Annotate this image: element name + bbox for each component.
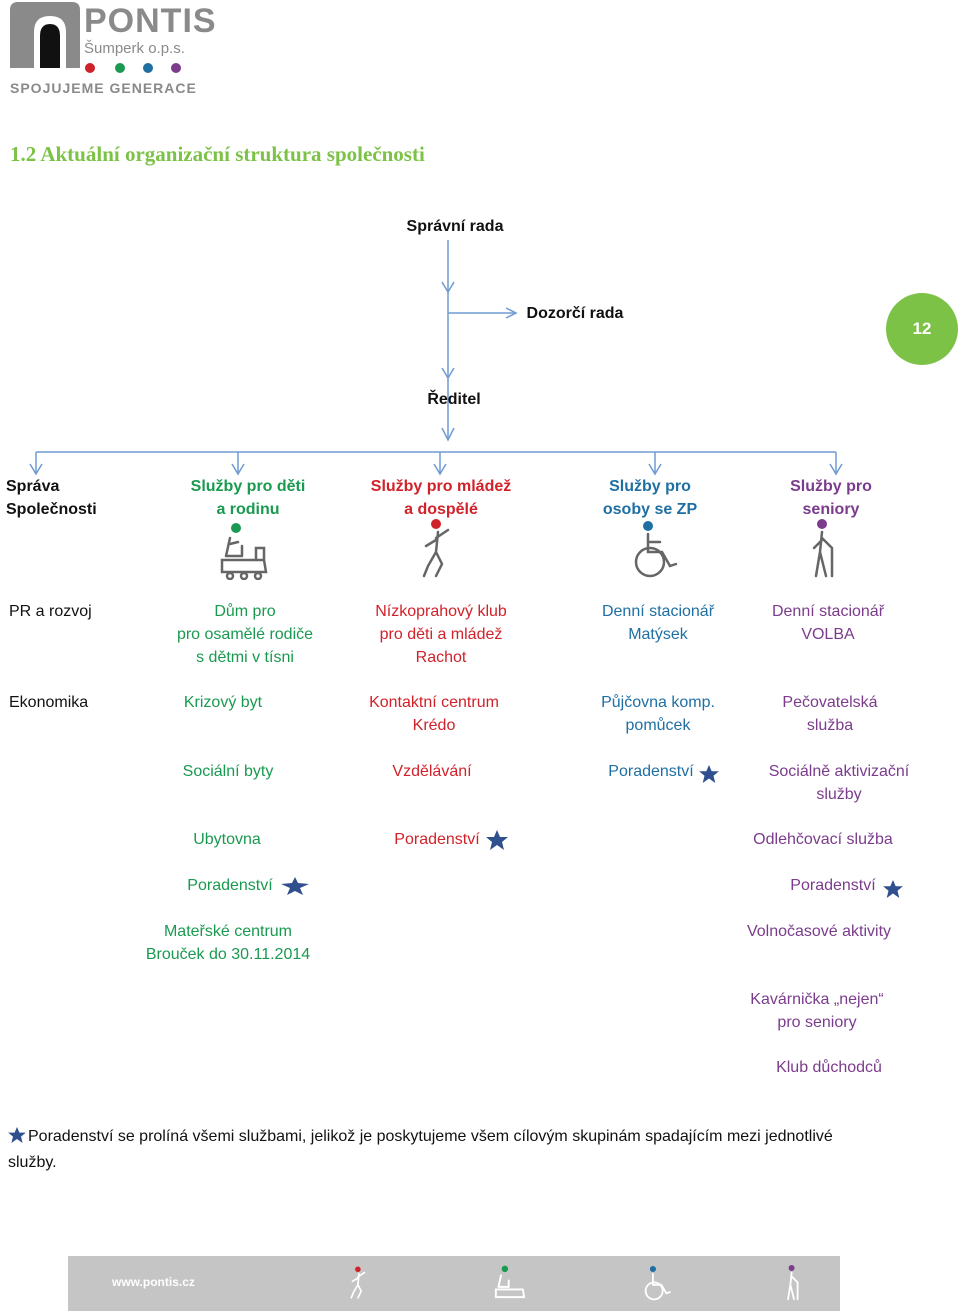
footnote-line2: služby.	[8, 1154, 57, 1171]
footnote: Poradenství se prolíná všemi službami, j…	[8, 1124, 908, 1176]
logo-dot-blue	[143, 63, 153, 73]
logo-subtitle: Šumperk o.p.s.	[84, 40, 185, 57]
senior-with-cane-icon	[787, 1265, 799, 1301]
page-number-badge: 12	[886, 293, 958, 365]
unit-volnocasove-aktivity: Volnočasové aktivity	[746, 923, 892, 940]
arrow-head-1	[441, 281, 455, 294]
star-icon	[883, 880, 903, 898]
unit-poradenstvi-children: Poradenství	[187, 877, 273, 894]
youth-icon	[422, 519, 450, 578]
unit-vzdelavani: Vzdělávání	[392, 763, 472, 780]
logo-name: PONTIS	[84, 2, 217, 40]
unit-socialni-byty: Sociální byty	[182, 763, 274, 780]
footer-url: www.pontis.cz	[112, 1275, 195, 1289]
logo-tagline: SPOJUJEME GENERACE	[10, 80, 197, 96]
logo-arch-icon	[10, 2, 80, 68]
child-on-train-icon	[220, 523, 268, 580]
arrow-head-supervisory	[505, 307, 518, 319]
star-icon	[281, 877, 309, 895]
senior-with-cane-icon	[812, 519, 834, 578]
footnote-line1: Poradenství se prolíná všemi službami, j…	[28, 1128, 833, 1145]
logo-color-dots	[85, 63, 181, 73]
star-icon	[699, 765, 719, 783]
unit-odlehcovaci-sluzba: Odlehčovací služba	[753, 831, 893, 848]
child-on-train-icon	[494, 1265, 526, 1299]
star-icon	[8, 1127, 26, 1143]
director-node: Ředitel	[427, 391, 481, 408]
logo-dot-purple	[171, 63, 181, 73]
unit-krizovy-byt: Krizový byt	[183, 694, 263, 711]
wheelchair-user-icon	[644, 1266, 671, 1301]
unit-poradenstvi-seniors: Poradenství	[790, 877, 876, 894]
unit-economics: Ekonomika	[9, 694, 89, 711]
board-node: Správní rada	[406, 218, 504, 235]
unit-ubytovna: Ubytovna	[193, 831, 261, 848]
star-icon	[486, 830, 508, 850]
logo-dot-green	[115, 63, 125, 73]
unit-pujcovna-pomucek: Půjčovna komp.pomůcek	[601, 694, 715, 734]
supervisory-node: Dozorčí rada	[526, 305, 624, 322]
unit-poradenstvi-disabled: Poradenství	[608, 763, 694, 780]
youth-icon	[350, 1266, 366, 1299]
unit-kavarnicka: Kavárnička „nejen“pro seniory	[750, 991, 884, 1031]
footer-bar: www.pontis.cz	[68, 1256, 840, 1311]
section-heading: 1.2 Aktuální organizační struktura spole…	[10, 142, 425, 166]
unit-klub-duchodcu: Klub důchodců	[776, 1059, 882, 1076]
unit-poradenstvi-youth: Poradenství	[394, 831, 480, 848]
org-chart-connectors	[29, 240, 843, 476]
wheelchair-user-icon	[634, 521, 678, 578]
logo-dot-red	[85, 63, 95, 73]
unit-pr-development: PR a rozvoj	[9, 603, 92, 620]
arrow-head-3	[441, 427, 455, 442]
arrow-head-2	[441, 367, 455, 380]
